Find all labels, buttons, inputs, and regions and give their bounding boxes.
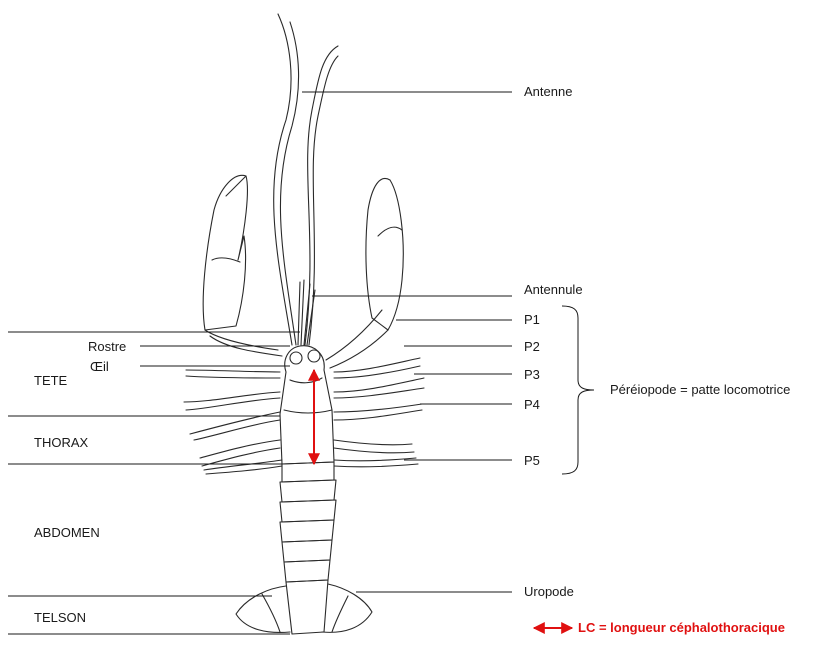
uropode-right [322,584,372,632]
label-p5: P5 [524,454,540,467]
label-p4: P4 [524,398,540,411]
label-uropode: Uropode [524,585,574,598]
label-oeil: Œil [90,360,109,373]
antenna-left-inner [280,22,298,345]
label-pereiopode: Péréiopode = patte locomotrice [610,383,790,396]
left-claw [203,175,247,330]
label-p1: P1 [524,313,540,326]
uropode-left [236,586,290,632]
legend-lc: LC = longueur céphalothoracique [578,621,785,634]
label-telson: TELSON [34,611,86,624]
right-eye [308,350,320,362]
cephalothorax [280,346,334,464]
antenna-left [274,14,292,345]
label-thorax: THORAX [34,436,88,449]
right-claw [366,178,403,330]
label-tete: TETE [34,374,67,387]
telson [286,580,328,634]
label-rostre: Rostre [88,340,126,353]
label-p3: P3 [524,368,540,381]
label-antenne: Antenne [524,85,572,98]
label-p2: P2 [524,340,540,353]
pereiopode-brace [562,306,594,474]
abdomen [282,462,334,482]
left-eye [290,352,302,364]
antenna-right [305,46,338,345]
label-antennule: Antennule [524,283,583,296]
label-abdomen: ABDOMEN [34,526,100,539]
